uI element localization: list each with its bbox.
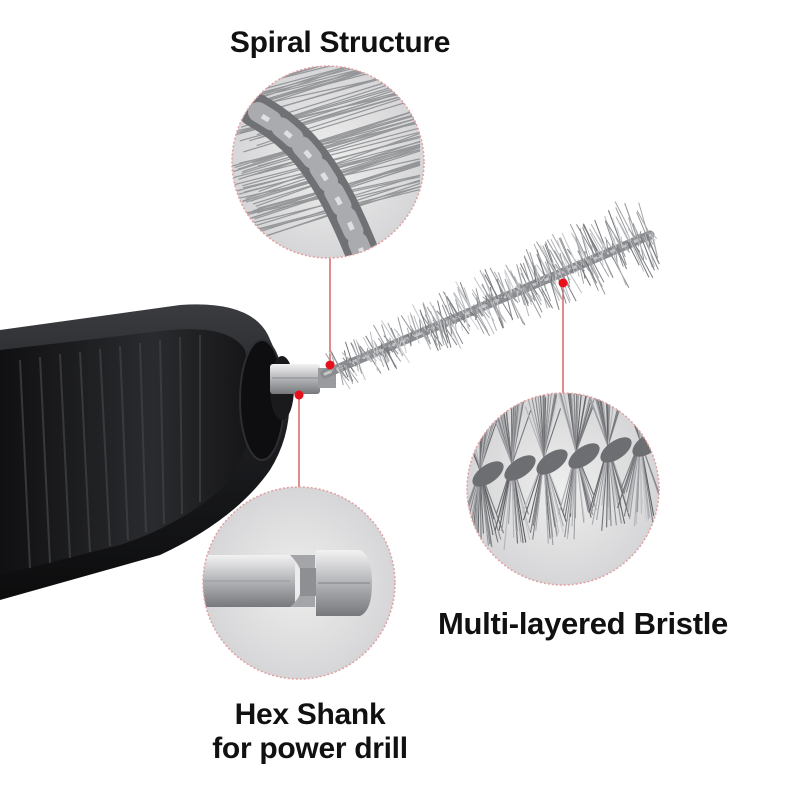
- bristle-strand: [640, 372, 645, 440]
- bristle-strand: [639, 203, 648, 234]
- bristle-strand: [640, 355, 647, 440]
- bristle-strand: [458, 400, 480, 470]
- bristle-strand: [640, 374, 645, 440]
- bristle-strand: [508, 294, 524, 322]
- label-hex-shank-subtitle: for power drill: [180, 732, 440, 766]
- magnifier-spiral: [230, 28, 424, 262]
- bristle-strand: [640, 353, 641, 440]
- bristle-strand: [640, 378, 660, 440]
- bristle-strand: [637, 211, 649, 234]
- bristle-strand: [640, 375, 657, 440]
- magnifier-bristle: [457, 353, 668, 585]
- bristle-strand: [640, 374, 654, 440]
- bristle-strand: [640, 376, 648, 440]
- bristle-strand: [494, 301, 504, 328]
- bristle-strand: [392, 345, 393, 346]
- red-dot-spiral: [326, 361, 335, 370]
- bristle-strand: [446, 321, 461, 348]
- bristle-strand: [612, 243, 613, 249]
- hex-shank: [270, 364, 336, 394]
- label-multi-layered-bristle: Multi-layered Bristle: [398, 606, 768, 642]
- red-dot-bristle: [559, 279, 568, 288]
- label-spiral-structure: Spiral Structure: [190, 26, 490, 60]
- bristle-strand: [629, 217, 640, 237]
- bristle-strand: [381, 343, 382, 349]
- bristle-strand: [640, 369, 655, 440]
- bristle-strand: [640, 393, 655, 440]
- red-dot-hex: [295, 391, 304, 400]
- bristle-strand: [624, 244, 625, 245]
- bristle-strand: [640, 392, 659, 440]
- bristle-strand: [640, 391, 655, 440]
- bristle-strand: [382, 325, 389, 347]
- label-hex-shank: Hex Shank: [180, 698, 440, 732]
